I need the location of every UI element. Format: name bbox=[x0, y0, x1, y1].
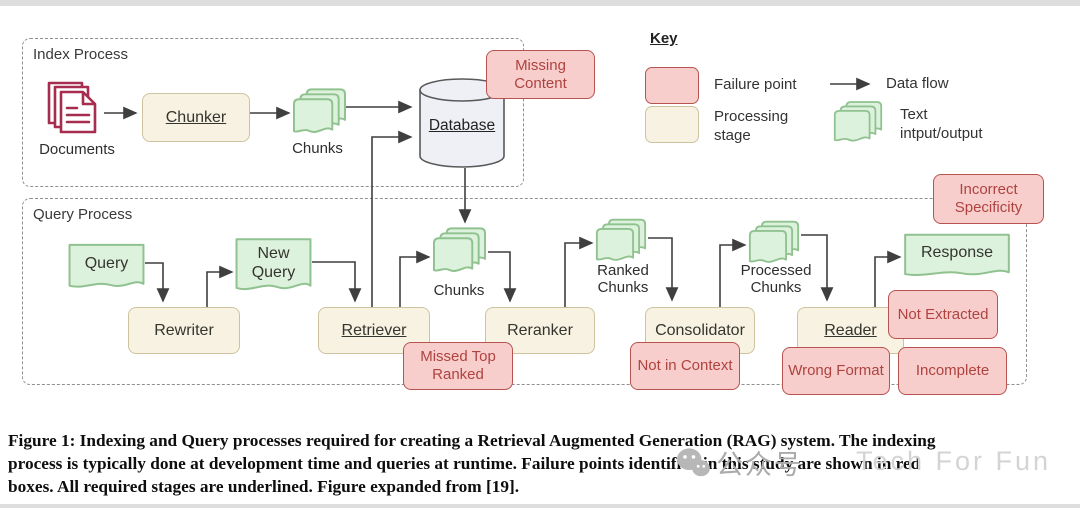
chunker-label: Chunker bbox=[165, 108, 227, 126]
missing-content-failure: Missing Content bbox=[486, 50, 595, 99]
text-pages-icon-svg bbox=[432, 227, 487, 272]
ranked-chunks-pages-icon bbox=[595, 217, 647, 265]
query-process-box bbox=[22, 198, 1027, 385]
watermark-platform: 公众号 bbox=[716, 450, 803, 480]
page-top-edge bbox=[0, 0, 1080, 6]
key-title: Key bbox=[650, 30, 678, 47]
index-chunks-pages-icon bbox=[292, 87, 347, 137]
database-label: Database bbox=[428, 117, 496, 134]
reader-label: Reader bbox=[824, 321, 877, 339]
new-query-doc-node: New Query bbox=[235, 237, 312, 299]
reader-stage: Reader bbox=[797, 307, 904, 354]
processing-stage-label: Processing stage bbox=[714, 108, 789, 144]
data-flow-label: Data flow bbox=[886, 75, 949, 92]
not-in-context-failure: Not in Context bbox=[630, 342, 740, 390]
response-label: Response bbox=[920, 244, 994, 262]
text-pages-icon-svg bbox=[833, 101, 883, 142]
query-chunks-label: Chunks bbox=[433, 282, 485, 299]
rewriter-label: Rewriter bbox=[154, 321, 214, 339]
ranked-chunks-label: Ranked Chunks bbox=[597, 262, 649, 296]
failure-point-label: Failure point bbox=[714, 76, 797, 93]
response-doc-node: Response bbox=[903, 233, 1011, 283]
wavy-doc-icon bbox=[68, 243, 145, 295]
wechat-icon bbox=[676, 447, 710, 479]
database-cylinder-icon: Database bbox=[418, 77, 506, 169]
text-pages-icon-svg bbox=[292, 88, 347, 133]
missed-top-ranked-failure: Missed Top Ranked bbox=[403, 342, 513, 390]
wavy-doc-icon bbox=[903, 233, 1011, 283]
query-process-label: Query Process bbox=[33, 206, 133, 223]
query-chunks-pages-icon bbox=[432, 225, 487, 277]
index-process-label: Index Process bbox=[33, 46, 129, 63]
consolidator-label: Consolidator bbox=[655, 321, 745, 339]
page-bottom-edge bbox=[0, 504, 1080, 508]
index-chunks-label: Chunks bbox=[292, 140, 343, 157]
processed-chunks-label: Processed Chunks bbox=[740, 262, 812, 296]
index-process-box bbox=[22, 38, 524, 187]
not-extracted-failure: Not Extracted bbox=[888, 290, 998, 339]
text-pages-icon-svg bbox=[748, 220, 800, 263]
query-doc-node: Query bbox=[68, 243, 145, 295]
watermark: 公众号 bbox=[676, 443, 803, 482]
text-io-label: Text intput/output bbox=[900, 106, 983, 142]
rewriter-stage: Rewriter bbox=[128, 307, 240, 354]
query-label: Query bbox=[84, 255, 129, 273]
failure-point-swatch bbox=[645, 67, 699, 104]
chunker-stage: Chunker bbox=[142, 93, 250, 142]
caption-line-1: Figure 1: Indexing and Query processes r… bbox=[8, 431, 936, 450]
caption-line-3: boxes. All required stages are underline… bbox=[8, 477, 520, 496]
reranker-label: Reranker bbox=[507, 321, 573, 339]
text-io-pages-icon bbox=[833, 99, 883, 146]
wrong-format-failure: Wrong Format bbox=[782, 347, 890, 395]
incorrect-specificity-failure: Incorrect Specificity bbox=[933, 174, 1044, 224]
new-query-label: New Query bbox=[251, 245, 296, 281]
retriever-label: Retriever bbox=[341, 321, 407, 339]
watermark-account: Tech For Fun bbox=[856, 446, 1052, 476]
incomplete-failure: Incomplete bbox=[898, 347, 1007, 395]
documents-stack-icon bbox=[46, 80, 104, 136]
processed-chunks-pages-icon bbox=[748, 219, 800, 267]
documents-label: Documents bbox=[39, 141, 115, 158]
text-pages-icon-svg bbox=[595, 218, 647, 261]
processing-stage-swatch bbox=[645, 106, 699, 143]
wavy-doc-icon bbox=[235, 237, 312, 299]
